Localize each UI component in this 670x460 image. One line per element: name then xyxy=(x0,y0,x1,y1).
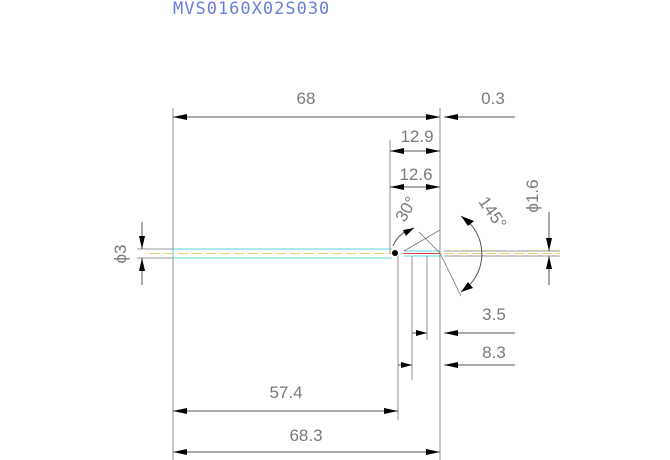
dimension-label-68-3: 68.3 xyxy=(289,426,322,445)
dimension-step-b: 8.3 xyxy=(398,256,515,380)
dimension-label-68: 68 xyxy=(297,89,316,108)
tool-body xyxy=(150,248,560,259)
dimension-shank-length: 57.4 xyxy=(172,256,399,460)
dimension-shank-diameter: ϕ3 xyxy=(111,222,173,285)
dimension-angle-30: 30° xyxy=(392,193,441,252)
dimension-label-30-deg: 30° xyxy=(392,193,421,225)
dimension-angle-145: 145° xyxy=(418,193,511,297)
dimension-overall-length: 68 xyxy=(172,89,441,460)
dimension-label-12-9: 12.9 xyxy=(400,127,433,146)
dimension-tip-length-inner: 12.6 xyxy=(390,165,440,190)
drawing-title: MVS0160X02S030 xyxy=(173,0,330,19)
dimension-total-length: 68.3 xyxy=(173,426,440,455)
dimension-label-57-4: 57.4 xyxy=(269,383,302,402)
dimension-label-12-6: 12.6 xyxy=(399,165,432,184)
dimension-label-3-5: 3.5 xyxy=(482,305,506,324)
dimension-tip-diameter: ϕ1.6 xyxy=(444,179,560,285)
dimension-offset: 0.3 xyxy=(444,89,515,120)
dimension-step-a: 3.5 xyxy=(412,256,515,340)
dimension-tip-length-outer: 12.9 xyxy=(389,127,440,253)
tip-point-marker xyxy=(392,250,398,256)
dimension-label-0-3: 0.3 xyxy=(481,89,505,108)
dimension-label-phi1-6: ϕ1.6 xyxy=(523,179,542,212)
dimension-label-145-deg: 145° xyxy=(475,193,511,233)
dimension-label-8-3: 8.3 xyxy=(482,343,506,362)
dimension-label-phi3: ϕ3 xyxy=(111,245,130,264)
